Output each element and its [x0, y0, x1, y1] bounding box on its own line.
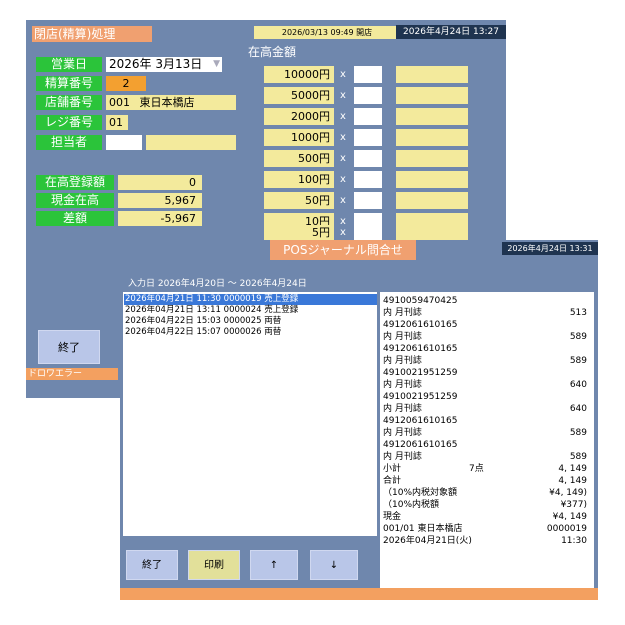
receipt-line: （10%内税対象額¥4, 149) — [383, 488, 587, 498]
denom-count-input[interactable] — [354, 192, 382, 209]
status-bar — [120, 588, 598, 600]
pos-journal-window: POSジャーナル問合せ 2026年4月24日 13:31 入力日 2026年4月… — [120, 240, 598, 600]
times-mark: x — [340, 227, 346, 238]
scroll-down-button[interactable]: ↓ — [310, 550, 358, 580]
times-mark: x — [340, 153, 346, 164]
times-mark: x — [340, 90, 346, 101]
clock: 2026年4月24日 13:27 — [396, 25, 506, 39]
register-no-field: 01 — [106, 115, 128, 130]
end-button[interactable]: 終了 — [38, 330, 100, 364]
difference-label: 差額 — [36, 211, 114, 226]
denom-amount — [396, 66, 468, 83]
receipt-line: 4912061610165 — [383, 344, 458, 354]
store-field: 001 東日本橋店 — [106, 95, 236, 110]
business-day-date-picker[interactable]: 2026年 3月13日 ▼ — [106, 57, 222, 72]
store-no-label: 店舗番号 — [36, 95, 102, 110]
receipt-line: （10%内税額¥377) — [383, 500, 587, 510]
denom-count-input[interactable] — [354, 87, 382, 104]
denom-amount — [396, 108, 468, 125]
denom-label: 50円 — [264, 192, 334, 209]
denom-label: 2000円 — [264, 108, 334, 125]
times-mark: x — [340, 69, 346, 80]
denom-amount — [396, 225, 468, 240]
denom-amount — [396, 129, 468, 146]
business-day-label: 営業日 — [36, 57, 102, 72]
denom-label: 500円 — [264, 150, 334, 167]
denom-count-input[interactable] — [354, 66, 382, 83]
denom-count-input[interactable] — [354, 129, 382, 146]
chevron-down-icon[interactable]: ▼ — [213, 59, 220, 69]
cash-on-hand-label: 現金在高 — [36, 193, 114, 208]
receipt-line: 4912061610165 — [383, 320, 458, 330]
denom-label: 1000円 — [264, 129, 334, 146]
denom-label: 10000円 — [264, 66, 334, 83]
difference-value: -5,967 — [118, 211, 202, 226]
times-mark: x — [340, 195, 346, 206]
times-mark: x — [340, 132, 346, 143]
receipt-line: 4912061610165 — [383, 416, 458, 426]
open-info: 2026/03/13 09:49 開店 — [254, 26, 400, 39]
settle-no-field[interactable]: 2 — [106, 76, 146, 91]
times-mark: x — [340, 174, 346, 185]
denom-label: 100円 — [264, 171, 334, 188]
staff-code-input[interactable] — [106, 135, 142, 150]
denom-count-input[interactable] — [354, 225, 382, 240]
times-mark: x — [340, 216, 346, 227]
list-item[interactable]: 2026年04月21日 11:30 0000019 売上登録 — [124, 294, 377, 305]
window-title: 閉店(精算)処理 — [32, 26, 152, 42]
registered-amount-value: 0 — [118, 175, 202, 190]
clock: 2026年4月24日 13:31 — [502, 242, 598, 255]
receipt-line: 4910059470425 — [383, 296, 458, 306]
end-button[interactable]: 終了 — [126, 550, 178, 580]
cash-on-hand-value: 5,967 — [118, 193, 202, 208]
denom-amount — [396, 171, 468, 188]
receipt-line: 4910021951259 — [383, 392, 458, 402]
receipt-line: 現金¥4, 149 — [383, 512, 587, 522]
denom-amount — [396, 87, 468, 104]
denom-count-input[interactable] — [354, 108, 382, 125]
denom-label: 5000円 — [264, 87, 334, 104]
settle-no-label: 精算番号 — [36, 76, 102, 91]
window-title: POSジャーナル問合せ — [270, 240, 416, 260]
denom-amount — [396, 192, 468, 209]
print-button[interactable]: 印刷 — [188, 550, 240, 580]
cash-header: 在高金額 — [248, 45, 297, 59]
registered-amount-label: 在高登録額 — [36, 175, 114, 190]
times-mark: x — [340, 111, 346, 122]
list-item[interactable]: 2026年04月22日 15:07 0000026 両替 — [125, 327, 282, 337]
denom-count-input[interactable] — [354, 150, 382, 167]
business-day-value: 2026年 3月13日 — [109, 57, 203, 71]
date-range: 入力日 2026年4月20日 ～ 2026年4月24日 — [128, 279, 307, 289]
denom-amount — [396, 150, 468, 167]
receipt-line: 2026年04月21日(火)11:30 — [383, 536, 587, 546]
register-no-label: レジ番号 — [36, 115, 102, 130]
denom-label: 5円 — [264, 225, 334, 240]
store-code: 001 — [109, 96, 130, 109]
status-bar: ドロワエラー — [26, 368, 118, 380]
list-item[interactable]: 2026年04月22日 15:03 0000025 両替 — [125, 316, 282, 326]
receipt-line: 4912061610165 — [383, 440, 458, 450]
journal-list[interactable]: 2026年04月21日 11:30 0000019 売上登録 2026年04月2… — [123, 292, 377, 536]
denom-count-input[interactable] — [354, 171, 382, 188]
staff-label: 担当者 — [36, 135, 102, 150]
receipt-line: 4910021951259 — [383, 368, 458, 378]
scroll-up-button[interactable]: ↑ — [250, 550, 298, 580]
store-name: 東日本橋店 — [139, 96, 195, 109]
list-item[interactable]: 2026年04月21日 13:11 0000024 売上登録 — [125, 305, 299, 315]
staff-name-field — [146, 135, 236, 150]
